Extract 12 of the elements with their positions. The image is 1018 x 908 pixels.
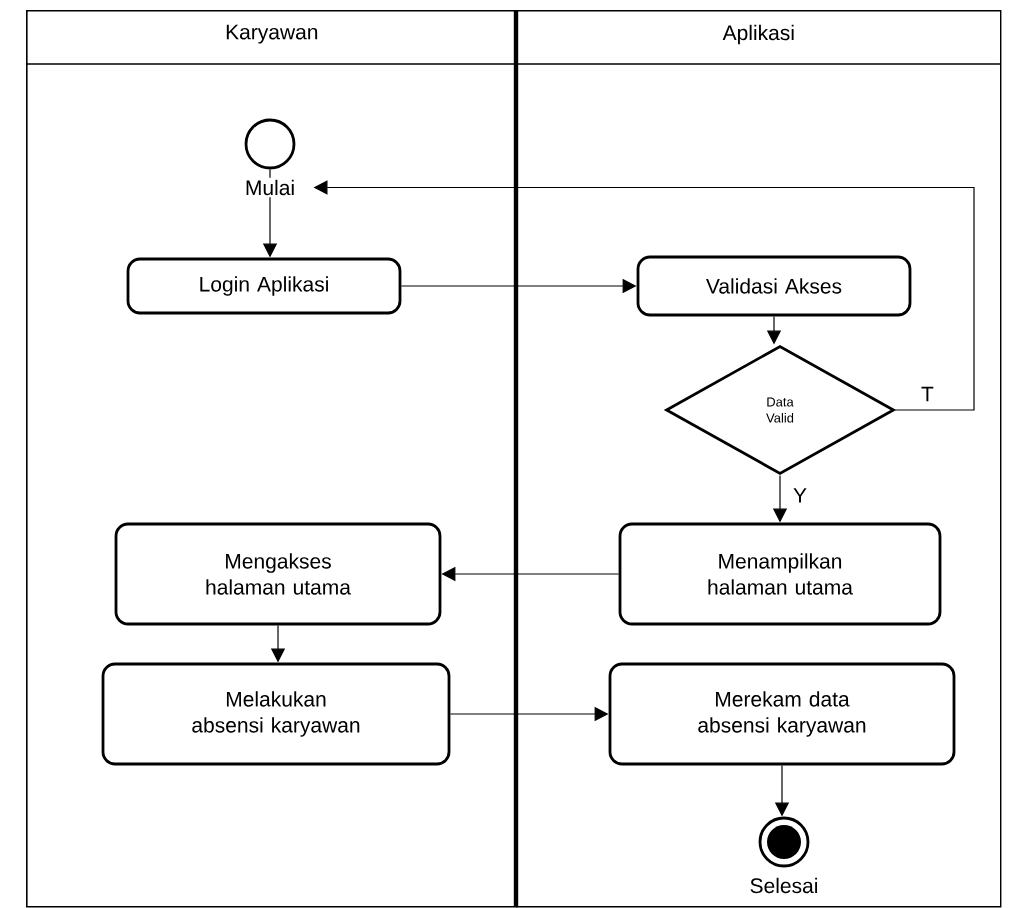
activity-box: Login Aplikasi xyxy=(126,257,402,315)
activity-box: Mengakses halaman utama xyxy=(114,522,442,626)
node-caption: Selesai xyxy=(747,875,821,896)
start-node xyxy=(244,118,296,170)
end-node xyxy=(758,816,810,868)
activity-box: Melakukan absensi karyawan xyxy=(101,662,451,766)
edge-label: Y xyxy=(791,486,809,505)
node-caption: Mulai xyxy=(242,177,298,198)
activity-box: Menampilkan halaman utama xyxy=(618,522,942,626)
activity-box: Merekam data absensi karyawan xyxy=(608,662,956,766)
activity-box: Validasi Akses xyxy=(636,255,912,317)
edge-label: T xyxy=(919,384,936,404)
